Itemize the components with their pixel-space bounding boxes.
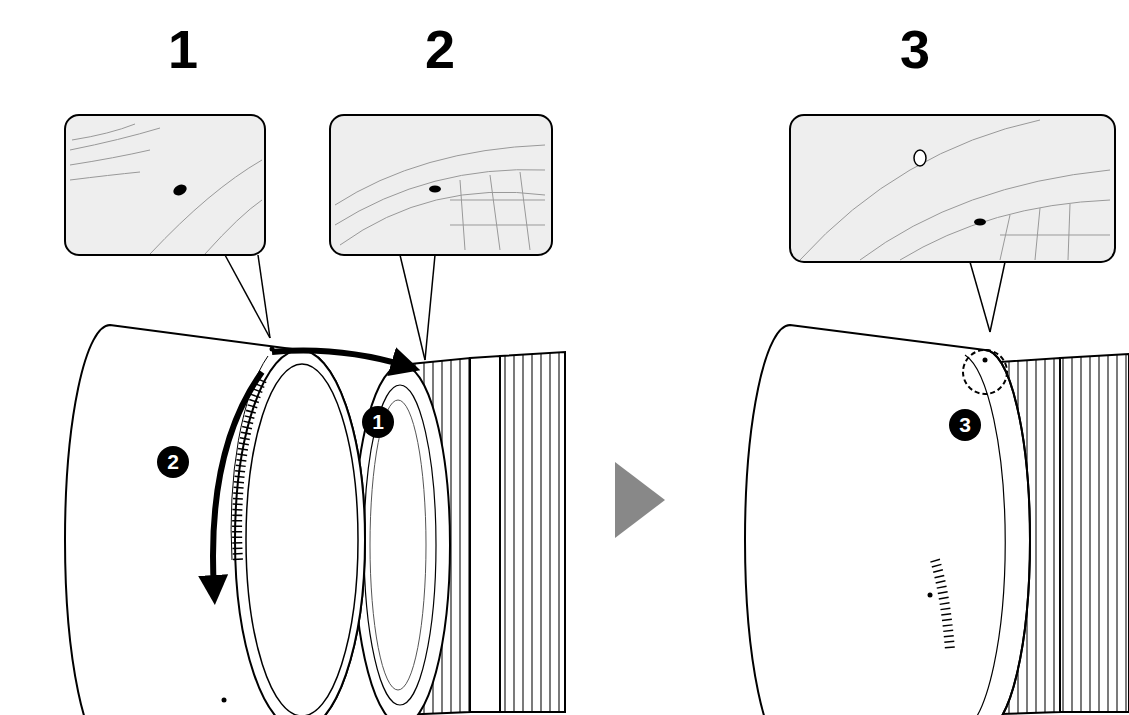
push-arrow [272,351,406,366]
detail-inset [65,115,270,338]
callout-number: 3 [885,22,945,76]
step-number: 3 [949,409,981,441]
next-arrow [615,462,665,538]
rotate-arrow [213,372,262,590]
lens-hood-left [65,325,365,715]
step-number: 1 [362,406,394,438]
lens-left [354,352,565,715]
lens-hood-right [745,325,1030,715]
detail-inset [330,115,552,360]
detail-inset [790,115,1115,332]
callout-number: 1 [153,22,213,76]
callout-number: 2 [410,22,470,76]
step-number: 2 [157,446,189,478]
